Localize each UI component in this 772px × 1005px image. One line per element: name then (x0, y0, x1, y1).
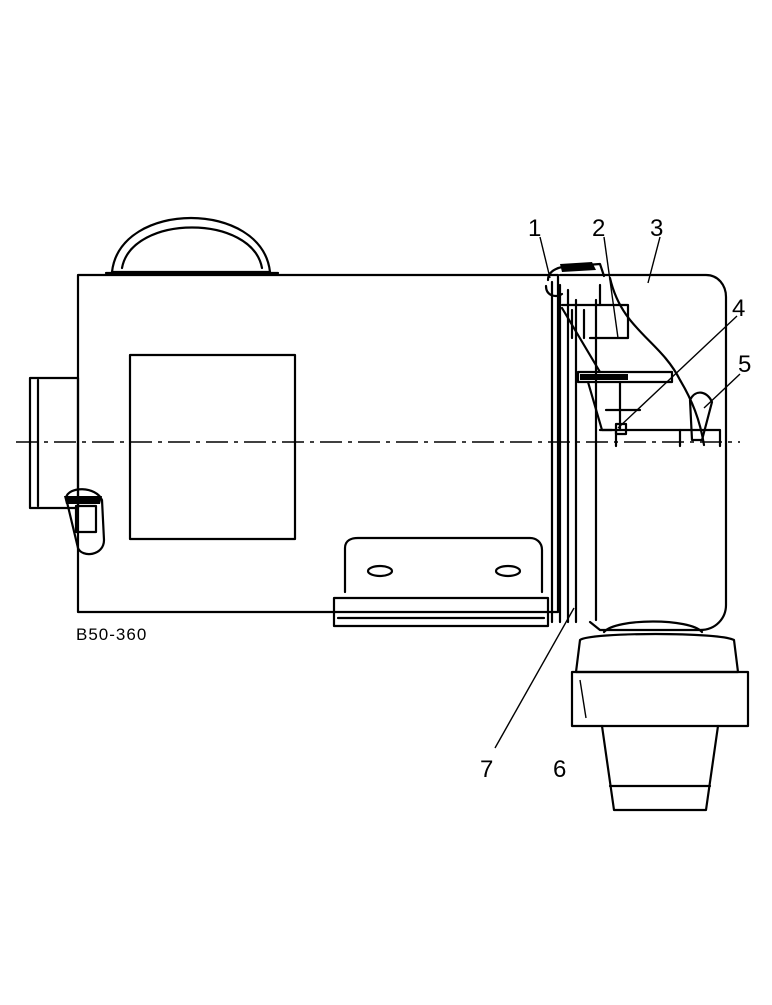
seal-ring (550, 280, 578, 624)
callout-7: 7 (480, 756, 493, 783)
callout-4: 4 (732, 295, 745, 322)
callout-1: 1 (528, 215, 541, 242)
callout-5: 5 (738, 351, 751, 378)
callout-6: 6 (553, 756, 566, 783)
cover-latch (544, 262, 606, 297)
end-cover (558, 273, 728, 632)
figure-reference-code: B50-360 (76, 625, 147, 644)
top-dome (104, 217, 280, 275)
callout-3: 3 (650, 215, 663, 242)
housing-panel (128, 353, 297, 541)
dust-valve (570, 620, 750, 812)
leader-lines (494, 236, 741, 749)
callout-2: 2 (592, 215, 605, 242)
mounting-bracket (332, 536, 550, 628)
side-clamp (64, 488, 106, 556)
main-housing (28, 273, 560, 614)
